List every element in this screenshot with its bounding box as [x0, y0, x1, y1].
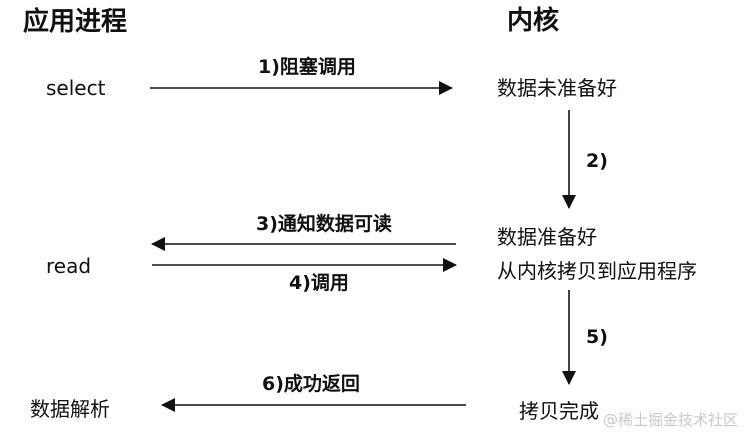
data-not-ready-label: 数据未准备好 — [497, 76, 617, 100]
copy-done-label: 拷贝完成 — [519, 399, 599, 423]
select-label: select — [46, 76, 106, 100]
copy-from-kernel-label: 从内核拷贝到应用程序 — [497, 259, 697, 283]
step-6-label: 6)成功返回 — [262, 373, 360, 395]
step-5-label: 5) — [586, 326, 608, 348]
kernel-header: 内核 — [507, 6, 560, 36]
step-1-label: 1)阻塞调用 — [258, 56, 356, 78]
step-4-label: 4)调用 — [289, 272, 349, 294]
app-process-header: 应用进程 — [23, 7, 128, 37]
step-2-label: 2) — [586, 150, 608, 172]
read-label: read — [46, 254, 92, 278]
data-ready-label: 数据准备好 — [497, 225, 597, 249]
watermark-text: @稀土掘金技术社区 — [603, 411, 739, 429]
data-parse-label: 数据解析 — [30, 397, 110, 421]
step-3-label: 3)通知数据可读 — [256, 213, 392, 235]
